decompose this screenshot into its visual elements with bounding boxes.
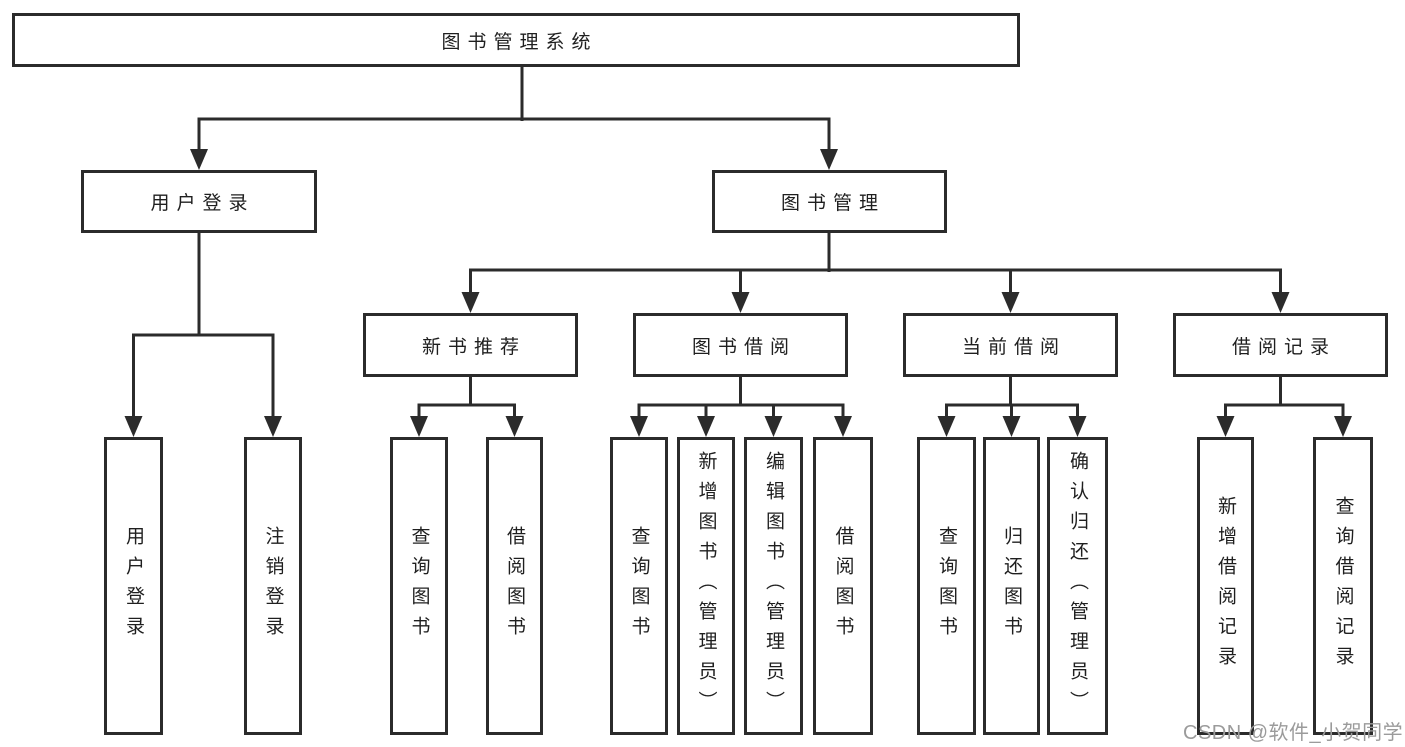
node-borrow-record: 借阅记录 (1173, 313, 1388, 377)
arrowhead (1216, 416, 1235, 437)
node-user-login-branch: 用户登录 (81, 170, 317, 233)
node-book-borrow: 图书借阅 (633, 313, 848, 377)
leaf-add-borrow-record: 新增借阅记录 (1197, 437, 1254, 735)
arrowhead (1334, 416, 1352, 437)
leaf-logout: 注销登录 (244, 437, 302, 735)
arrowhead (1001, 292, 1020, 313)
leaf-confirm-return-admin: 确认归还（管理员） (1047, 437, 1108, 735)
arrowhead (124, 416, 143, 437)
arrowhead (1068, 416, 1087, 437)
arrowhead (264, 416, 282, 437)
csdn-watermark: CSDN @软件_小贺同学 (1183, 722, 1404, 744)
arrowhead (505, 416, 524, 437)
leaf-query-books-borrow: 查询图书 (610, 437, 668, 735)
arrowhead (820, 149, 838, 170)
arrowhead (190, 149, 208, 170)
arrowhead (834, 416, 852, 437)
arrowhead (410, 416, 428, 437)
node-current-borrow: 当前借阅 (903, 313, 1118, 377)
arrowhead (1002, 416, 1021, 437)
arrowhead (1271, 292, 1290, 313)
leaf-borrow-books: 借阅图书 (813, 437, 873, 735)
leaf-borrow-books-recommend: 借阅图书 (486, 437, 543, 735)
leaf-return-books: 归还图书 (983, 437, 1040, 735)
leaf-query-books-recommend: 查询图书 (390, 437, 448, 735)
leaf-query-books-current: 查询图书 (917, 437, 976, 735)
leaf-user-login: 用户登录 (104, 437, 163, 735)
arrowhead (461, 292, 480, 313)
arrowhead (630, 416, 648, 437)
arrowhead (697, 416, 715, 437)
node-new-book-recommend: 新书推荐 (363, 313, 578, 377)
leaf-add-books-admin: 新增图书（管理员） (677, 437, 735, 735)
arrowhead (731, 292, 750, 313)
node-book-management-branch: 图书管理 (712, 170, 947, 233)
arrowhead (764, 416, 783, 437)
leaf-edit-books-admin: 编辑图书（管理员） (744, 437, 803, 735)
arrowhead (937, 416, 956, 437)
node-root-system: 图书管理系统 (12, 13, 1020, 67)
leaf-query-borrow-record: 查询借阅记录 (1313, 437, 1373, 735)
